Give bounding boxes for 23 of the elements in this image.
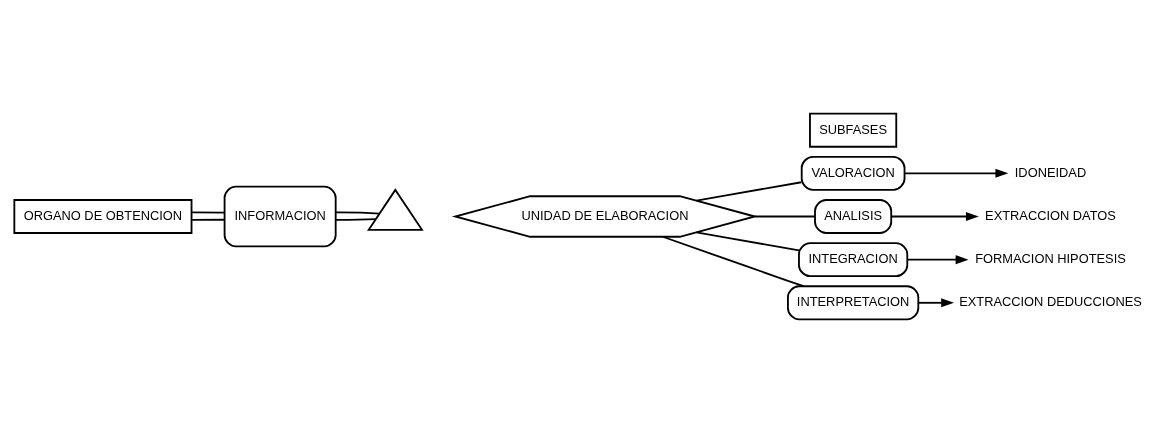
node-triangle xyxy=(367,187,424,231)
arrow xyxy=(890,211,979,221)
arrow xyxy=(906,254,969,264)
node-box: INFORMACION xyxy=(223,185,337,247)
arrow xyxy=(903,168,1009,178)
arrow xyxy=(917,297,955,307)
node-box: INTEGRACION xyxy=(798,241,909,277)
node-box: VALORACION xyxy=(800,155,906,191)
node-box: ANALISIS xyxy=(814,198,893,234)
node-text: EXTRACCION DEDUCCIONES xyxy=(959,293,1142,309)
node-box: INTERPRETACION xyxy=(787,284,920,320)
connector xyxy=(334,217,377,221)
connector xyxy=(695,230,800,251)
connector xyxy=(190,218,226,221)
connector xyxy=(190,210,226,214)
node-text: FORMACION HIPOTESIS xyxy=(975,250,1126,266)
connector xyxy=(695,180,803,202)
connector xyxy=(753,215,816,217)
node-text: IDONEIDAD xyxy=(1014,164,1087,180)
connector xyxy=(334,210,381,214)
node-text: EXTRACCION DATOS xyxy=(985,207,1116,223)
node-box: ORGANO DE OBTENCION xyxy=(13,198,193,234)
node-box: SUBFASES xyxy=(809,112,898,148)
